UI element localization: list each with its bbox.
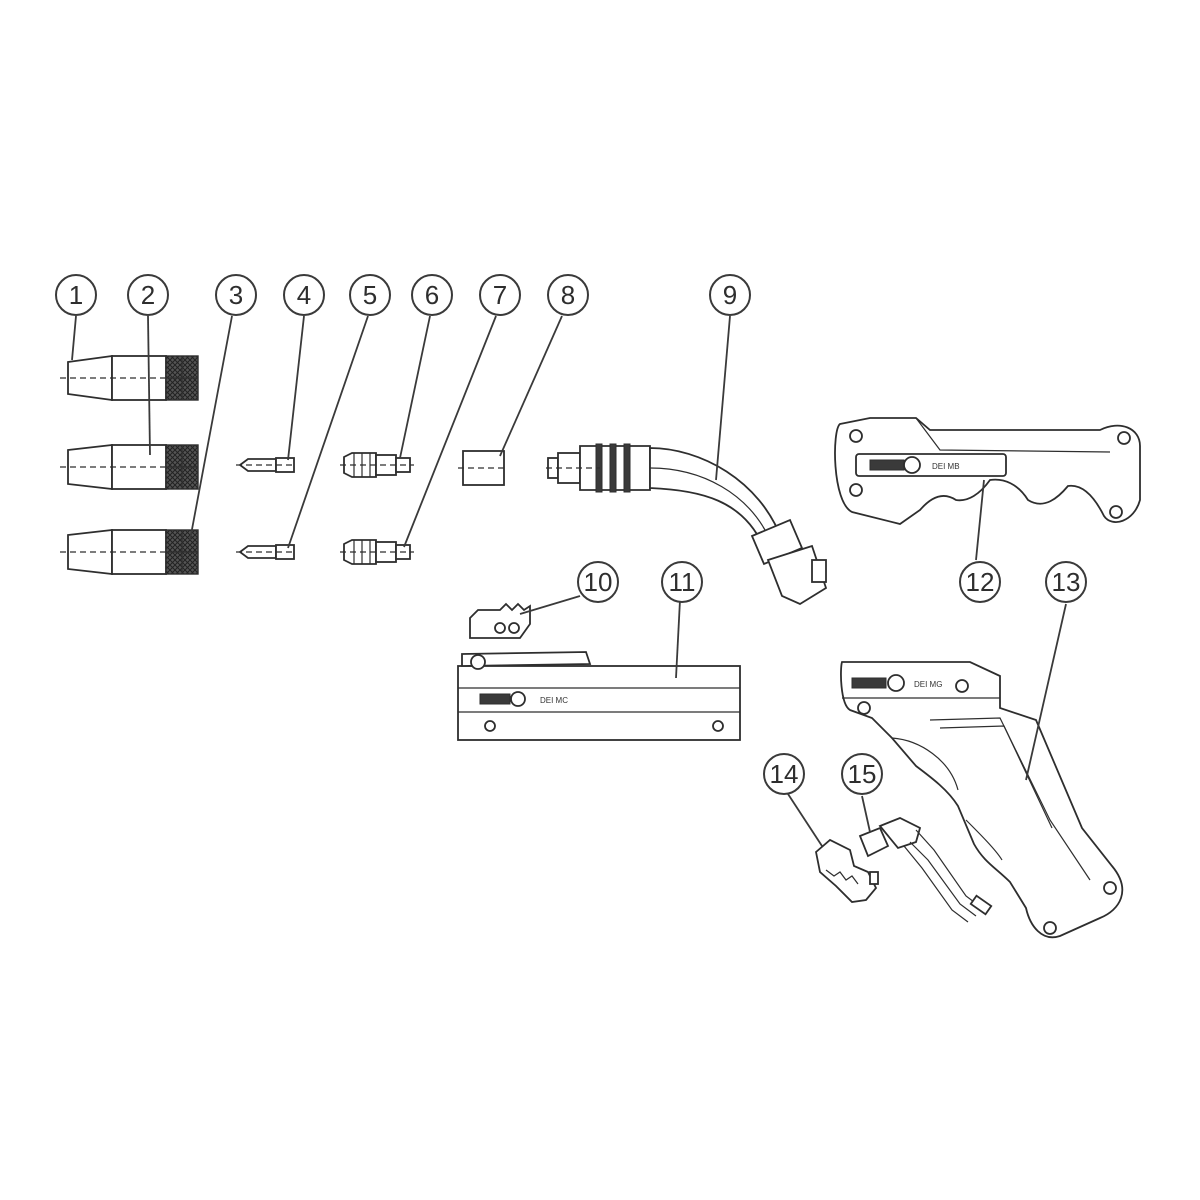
callout-6: 6: [411, 274, 453, 316]
switch-cable-part-15: [858, 817, 993, 923]
swan-neck-part-9: [546, 443, 828, 606]
callout-14: 14: [763, 753, 805, 795]
svg-text:10: 10: [584, 567, 613, 597]
insulator-part-8: [458, 450, 508, 486]
callout-15: 15: [841, 753, 883, 795]
svg-text:9: 9: [723, 280, 737, 310]
svg-text:1: 1: [69, 280, 83, 310]
callout-5: 5: [349, 274, 391, 316]
svg-text:4: 4: [297, 280, 311, 310]
trigger-part-14: [815, 838, 879, 903]
svg-text:14: 14: [770, 759, 799, 789]
handle-body-part-11: DEI MC: [457, 651, 741, 741]
svg-text:8: 8: [561, 280, 575, 310]
callout-9: 9: [709, 274, 751, 316]
pistol-grip-part-13: DEI MG: [840, 661, 1124, 939]
contact-tip-part-4: [236, 457, 296, 473]
tip-holder-part-6: [340, 452, 414, 478]
leader-lines: [71, 315, 1067, 847]
callout-8: 8: [547, 274, 589, 316]
trigger-part-10: [469, 602, 531, 639]
svg-text:3: 3: [229, 280, 243, 310]
svg-text:6: 6: [425, 280, 439, 310]
handle-12-marking: DEI MB: [932, 462, 960, 471]
nozzle-part-1: [60, 354, 199, 402]
svg-text:12: 12: [966, 567, 995, 597]
handle-13-marking: DEI MG: [914, 680, 942, 689]
callout-7: 7: [479, 274, 521, 316]
callout-2: 2: [127, 274, 169, 316]
handle-11-marking: DEI MC: [540, 696, 568, 705]
svg-text:5: 5: [363, 280, 377, 310]
svg-text:15: 15: [848, 759, 877, 789]
nozzle-part-2: [60, 443, 199, 491]
svg-text:2: 2: [141, 280, 155, 310]
callout-10: 10: [577, 561, 619, 603]
tip-holder-part-7: [340, 539, 414, 565]
contact-tip-part-5: [236, 544, 296, 560]
callout-3: 3: [215, 274, 257, 316]
nozzle-part-3: [60, 528, 199, 576]
callout-4: 4: [283, 274, 325, 316]
handle-half-part-12: DEI MB: [834, 417, 1141, 525]
callout-11: 11: [661, 561, 703, 603]
callout-12: 12: [959, 561, 1001, 603]
svg-text:11: 11: [669, 567, 696, 597]
svg-text:13: 13: [1052, 567, 1081, 597]
callout-13: 13: [1045, 561, 1087, 603]
svg-text:7: 7: [493, 280, 507, 310]
callout-1: 1: [55, 274, 97, 316]
